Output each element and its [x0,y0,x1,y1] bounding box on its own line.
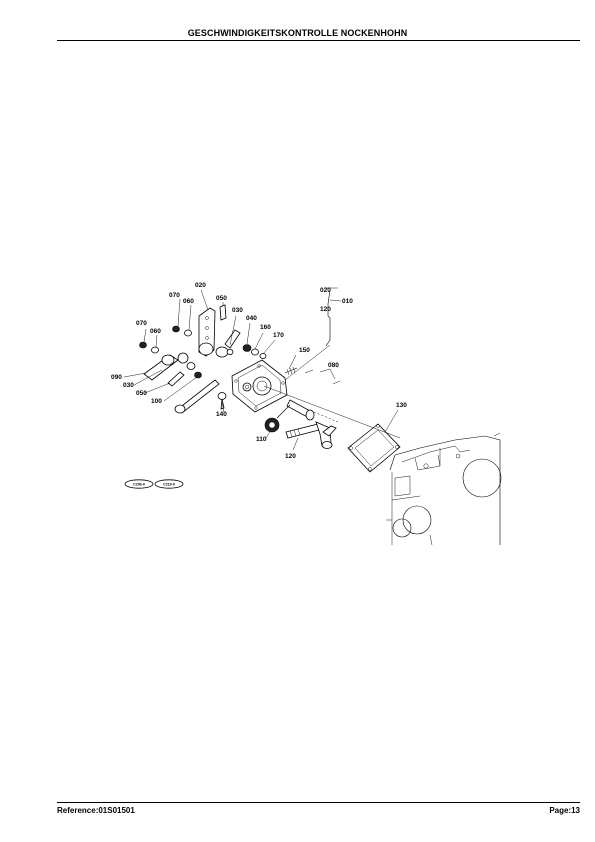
badge-right: C219-0 [154,479,184,489]
gear-110 [264,404,291,433]
footer-reference: Reference:01S01501 [57,806,135,815]
label-030-lower: 030 [123,382,134,389]
label-050-upper: 050 [216,295,227,302]
label-120: 120 [285,453,296,460]
label-120-small: 120 [320,306,331,313]
pin-050-lower [167,371,185,387]
label-140: 140 [216,411,227,418]
shaft-080 [286,369,341,423]
label-080: 080 [328,362,339,369]
label-060-upper: 060 [183,298,194,305]
label-020-small: 020 [320,287,331,294]
label-160: 160 [260,324,271,331]
nut-040 [242,344,252,352]
washer-030-small [226,348,234,355]
sleeve-030-lower [186,362,196,370]
footer-page-number: Page:13 [549,806,580,815]
label-060-lower: 060 [150,328,161,335]
label-070-lower: 070 [136,320,147,327]
lever-arm-020 [198,304,227,357]
label-170: 170 [273,332,284,339]
label-070-upper: 070 [169,292,180,299]
label-leaders [123,289,399,451]
badge-left: C206-0 [124,479,154,489]
header-rule [57,40,580,41]
assembly-leader-line [263,385,401,439]
bolt-070-lower [139,341,147,349]
washer-lower-shaft [194,371,202,379]
bolt-070-upper [172,325,180,333]
engine-block-outline [386,432,502,546]
label-010: 010 [342,298,353,305]
washer-060-lower [151,346,159,354]
label-110: 110 [256,436,267,443]
governor-housing [231,359,288,413]
washer-060-upper [184,329,192,337]
governor-shaft-120 [285,421,337,449]
gasket-130 [347,423,401,473]
footer-rule [57,802,580,803]
label-150: 150 [299,347,310,354]
washer-170 [259,353,267,359]
assembly-leader-line-2 [284,344,331,381]
badge-right-text: C219-0 [163,483,175,487]
label-130: 130 [396,402,407,409]
label-100: 100 [151,398,162,405]
label-090: 090 [111,374,122,381]
washer-160 [251,348,259,356]
label-050-lower: 050 [136,390,147,397]
bolt-140 [217,392,227,410]
page-header-title: GESCHWINDIGKEITSKONTROLLE NOCKENHOHN [187,28,408,38]
label-040: 040 [246,315,257,322]
shaft-100 [174,379,220,414]
part-010-020-bracket [324,287,338,347]
label-020-top: 020 [195,282,206,289]
spring-150 [284,366,298,376]
lever-090 [143,352,189,381]
badge-left-text: C206-0 [133,483,145,487]
label-030-upper: 030 [232,307,243,314]
